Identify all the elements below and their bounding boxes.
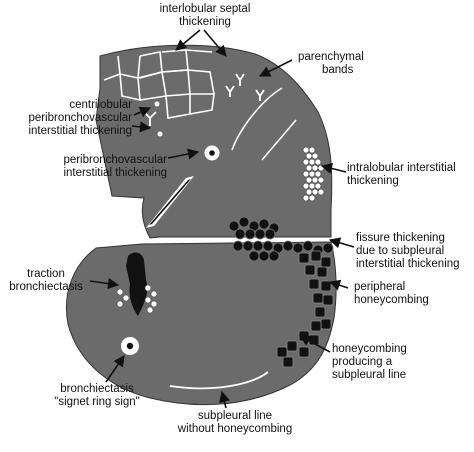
cell <box>305 164 313 172</box>
cell <box>310 320 322 332</box>
label-traction: traction bronchiectasis <box>9 268 83 293</box>
label-intralobular: intralobular interstitial thickening <box>347 162 456 187</box>
label-fissure: fissure thickening due to subpleural int… <box>356 232 460 270</box>
fissure-cluster <box>228 216 334 262</box>
upper-lobe <box>95 44 333 239</box>
cell <box>308 182 316 190</box>
traction-bronchus <box>126 252 148 316</box>
cell <box>244 228 256 240</box>
parenchymal-bands <box>231 87 297 161</box>
cell <box>116 288 124 296</box>
cell <box>310 250 322 262</box>
cell <box>302 240 314 252</box>
cell <box>242 240 254 252</box>
cell <box>254 228 266 240</box>
cell <box>314 182 322 190</box>
cell <box>308 194 316 202</box>
cell <box>150 290 158 298</box>
cell <box>232 240 244 252</box>
cell <box>311 164 319 172</box>
label-honeycomb-line: honeycombing producing a subpleural line <box>332 343 407 381</box>
cell <box>320 280 332 292</box>
cell <box>308 278 320 290</box>
cell <box>286 340 298 352</box>
cell <box>116 300 124 308</box>
cell <box>314 170 322 178</box>
cell <box>305 152 313 160</box>
cell <box>304 264 316 276</box>
cell <box>252 240 264 252</box>
label-parenchymal-bands: parenchymal bands <box>298 51 364 76</box>
peribronchovascular-vessel-dark <box>149 179 191 225</box>
centrilobular-dot <box>157 131 163 137</box>
cell <box>268 250 280 262</box>
label-peripheral: peripheral honeycombing <box>354 281 429 306</box>
subpleural-line <box>169 371 269 390</box>
cell <box>292 242 304 254</box>
cell <box>302 182 310 190</box>
label-signet: bronchiectasis "signet ring sign" <box>54 383 140 408</box>
cell <box>322 242 334 254</box>
cell <box>314 158 322 166</box>
cell <box>248 250 260 262</box>
cell <box>298 346 310 358</box>
cell <box>322 294 334 306</box>
cell <box>258 250 270 262</box>
cell <box>302 170 310 178</box>
cell <box>317 188 325 196</box>
cell <box>302 194 310 202</box>
cell <box>311 176 319 184</box>
label-centrilobular: centrilobular peribronchovascular inters… <box>28 99 132 137</box>
cell <box>258 218 270 230</box>
cell <box>312 292 324 304</box>
cell <box>238 216 250 228</box>
cell <box>302 146 310 154</box>
cell <box>234 228 246 240</box>
cell <box>308 158 316 166</box>
cell <box>282 356 294 368</box>
cell <box>144 296 152 304</box>
cell <box>302 158 310 166</box>
cell <box>262 240 274 252</box>
label-peribronchovascular: peribronchovascular interstitial thicken… <box>63 154 167 179</box>
intralobular-patch <box>302 146 325 202</box>
cell <box>150 300 158 308</box>
cell <box>308 146 316 154</box>
peribronchovascular-core <box>209 150 215 156</box>
leader-arrows <box>89 29 355 409</box>
cell <box>298 252 310 264</box>
centrilobular-dot <box>154 101 160 107</box>
cell <box>282 240 294 252</box>
signet-ring-core <box>126 342 134 350</box>
interlobular-septa <box>103 49 215 119</box>
label-interlobular-septal: interlobular septal thickening <box>159 3 251 28</box>
cell <box>311 152 319 160</box>
cell <box>228 220 240 232</box>
cell <box>320 318 332 330</box>
cell <box>146 306 154 314</box>
cell <box>308 170 316 178</box>
cell <box>316 266 328 278</box>
cell <box>317 176 325 184</box>
cell <box>311 188 319 196</box>
cell <box>122 294 130 302</box>
cell <box>264 228 276 240</box>
cell <box>305 188 313 196</box>
cell <box>320 256 332 268</box>
traction-cells <box>116 284 158 314</box>
label-subpleural-line: subpleural line without honeycombing <box>177 410 293 435</box>
cell <box>276 346 288 358</box>
cell <box>305 176 313 184</box>
cell <box>144 284 152 292</box>
cell <box>314 306 326 318</box>
